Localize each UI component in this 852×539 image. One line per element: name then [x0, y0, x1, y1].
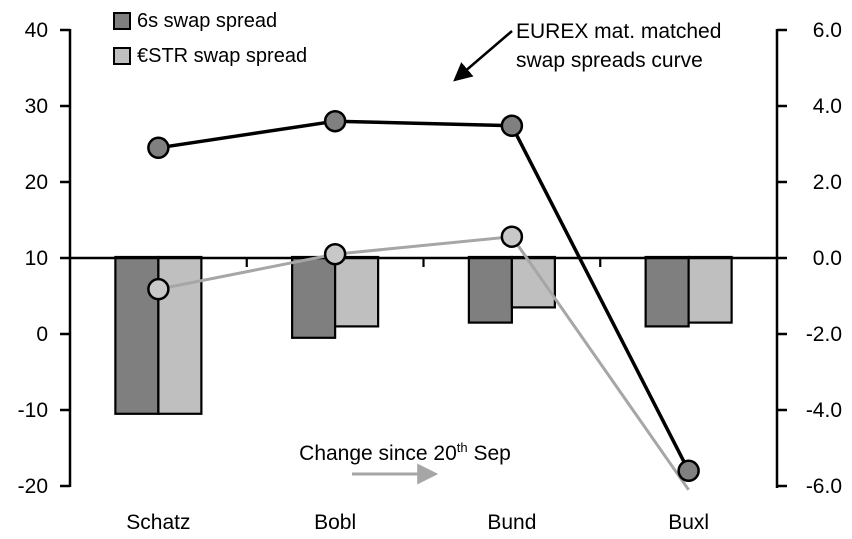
right-axis-tick-label: -2.0 [806, 323, 842, 346]
right-axis-tick-label: -4.0 [806, 399, 842, 422]
bar-light-bars-bund [510, 255, 556, 309]
dark-square-icon [113, 12, 131, 30]
bar-dark-bars-buxl [644, 255, 690, 328]
category-label: Bobl [314, 511, 356, 534]
bar-light-bars-buxl [687, 255, 733, 324]
left-axis-tick-label: 10 [25, 247, 48, 270]
change-annotation-sup: th [456, 440, 468, 455]
curve-annotation-arrow-icon [453, 30, 513, 82]
left-axis-tick-label: 0 [36, 323, 48, 346]
right-axis-tick-label: 0.0 [813, 247, 842, 270]
left-axis-tick-label: 20 [25, 171, 48, 194]
series-gray-line [158, 235, 690, 491]
left-axis-tick-label: -10 [18, 399, 48, 422]
right-axis-tick-label: -6.0 [806, 475, 842, 498]
category-label: Schatz [126, 511, 190, 534]
legend-item-6s: 6s swap spread [113, 8, 307, 34]
marker-gray-line-bobl [323, 242, 347, 266]
bar-dark-bars-bund [467, 255, 513, 324]
right-axis-tick-label: 6.0 [813, 19, 842, 42]
legend-label-6s: 6s swap spread [137, 10, 278, 32]
curve-annotation-line1: EUREX mat. matched [516, 20, 722, 43]
left-axis-tick-label: -20 [18, 475, 48, 498]
marker-black-line-bobl [323, 109, 347, 133]
legend-label-estr: €STR swap spread [137, 45, 308, 67]
series-black-line [158, 119, 691, 472]
marker-gray-line-bund [500, 225, 524, 248]
bar-dark-bars-bobl [291, 255, 337, 339]
legend: 6s swap spread €STR swap spread [113, 8, 307, 78]
curve-annotation: EUREX mat. matched swap spreads curve [516, 17, 721, 75]
left-axis-tick-label: 30 [25, 95, 48, 118]
category-label: Buxl [668, 511, 709, 534]
bar-light-bars-bobl [334, 255, 380, 328]
right-axis-tick-label: 2.0 [813, 171, 842, 194]
change-annotation-prefix: Change since 20 [299, 442, 457, 465]
curve-annotation-line2: swap spreads curve [516, 49, 703, 72]
light-square-icon [113, 47, 131, 65]
marker-black-line-buxl [677, 459, 700, 483]
change-annotation-suffix: Sep [467, 442, 511, 465]
marker-gray-line-schatz [147, 277, 170, 301]
right-axis-tick-label: 4.0 [813, 95, 842, 118]
change-annotation: Change since 20th Sep [285, 440, 525, 466]
marker-black-line-bund [500, 114, 524, 138]
left-axis-tick-label: 40 [25, 19, 48, 42]
category-label: Bund [487, 511, 536, 534]
legend-item-estr: €STR swap spread [113, 43, 307, 69]
marker-black-line-schatz [147, 136, 170, 160]
